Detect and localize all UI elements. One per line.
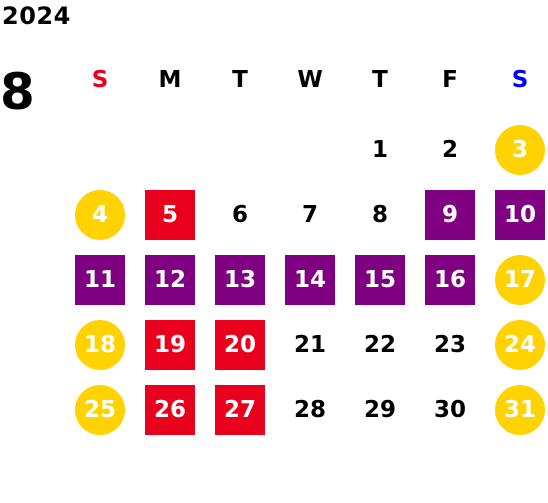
calendar-day-25[interactable]: 25 [75,385,125,435]
calendar-day-1[interactable]: 1 [371,137,388,163]
calendar-day-21[interactable]: 21 [293,332,326,358]
calendar-day-2[interactable]: 2 [441,137,458,163]
year-label: 2024 [2,2,71,30]
calendar-day-19[interactable]: 19 [145,320,195,370]
calendar-day-6[interactable]: 6 [231,202,248,228]
calendar-day-22[interactable]: 22 [363,332,396,358]
calendar-day-5[interactable]: 5 [145,190,195,240]
calendar-day-31[interactable]: 31 [495,385,545,435]
calendar-day-28[interactable]: 28 [293,397,326,423]
calendar-day-16[interactable]: 16 [425,255,475,305]
calendar-day-29[interactable]: 29 [363,397,396,423]
weekday-header: S [91,67,109,93]
calendar-day-20[interactable]: 20 [215,320,265,370]
calendar-day-4[interactable]: 4 [75,190,125,240]
weekday-header: M [158,67,182,93]
weekday-header: T [232,67,248,93]
calendar-day-24[interactable]: 24 [495,320,545,370]
calendar-day-26[interactable]: 26 [145,385,195,435]
weekday-header: S [511,67,529,93]
calendar-day-27[interactable]: 27 [215,385,265,435]
calendar-day-7[interactable]: 7 [301,202,318,228]
calendar-day-9[interactable]: 9 [425,190,475,240]
weekday-header: F [442,67,458,93]
weekday-header: T [372,67,388,93]
calendar-day-3[interactable]: 3 [495,125,545,175]
calendar-day-8[interactable]: 8 [371,202,388,228]
calendar-day-13[interactable]: 13 [215,255,265,305]
calendar-day-15[interactable]: 15 [355,255,405,305]
calendar-day-14[interactable]: 14 [285,255,335,305]
calendar-day-18[interactable]: 18 [75,320,125,370]
calendar-day-17[interactable]: 17 [495,255,545,305]
calendar-day-10[interactable]: 10 [495,190,545,240]
calendar-day-12[interactable]: 12 [145,255,195,305]
month-number: 8 [0,63,35,121]
calendar-day-30[interactable]: 30 [433,397,466,423]
calendar-day-11[interactable]: 11 [75,255,125,305]
weekday-header: W [297,67,323,93]
calendar-day-23[interactable]: 23 [433,332,466,358]
